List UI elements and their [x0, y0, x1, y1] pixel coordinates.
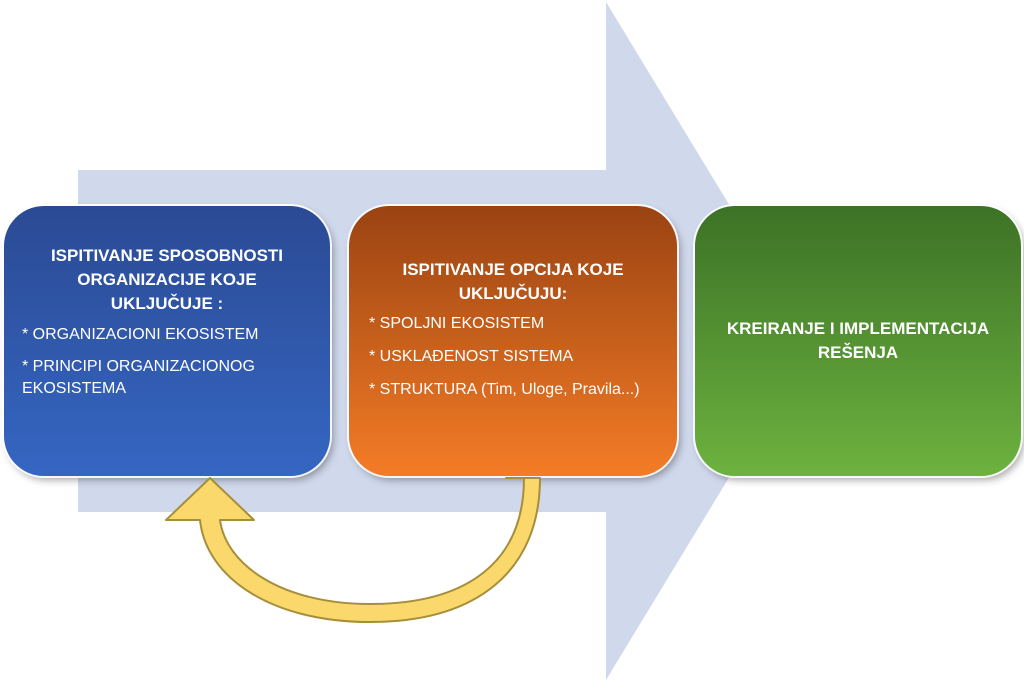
step-items: * ORGANIZACIONI EKOSISTEM * PRINCIPI ORG… — [22, 324, 314, 410]
step-title: KREIRANJE I IMPLEMENTACIJA REŠENJA — [726, 319, 990, 362]
step-item: * SPOLJNI EKOSISTEM — [369, 315, 545, 332]
step-item: * PRINCIPI ORGANIZACIONOG EKOSISTEMA — [22, 358, 255, 397]
step-item: * STRUKTURA (Tim, Uloge, Pravila...) — [369, 381, 640, 398]
step-title: ISPITIVANJE OPCIJA KOJE UKLJUČUJU: — [402, 260, 624, 303]
step-box-capabilities: ISPITIVANJE SPOSOBNOSTI ORGANIZACIJE KOJ… — [4, 206, 330, 476]
step-item: * USKLAĐENOST SISTEMA — [369, 348, 574, 365]
step-box-implementation: KREIRANJE I IMPLEMENTACIJA REŠENJA — [695, 206, 1021, 476]
step-items: * SPOLJNI EKOSISTEM * USKLAĐENOST SISTEM… — [369, 313, 661, 412]
step-box-options: ISPITIVANJE OPCIJA KOJE UKLJUČUJU: * SPO… — [349, 206, 677, 476]
step-title: ISPITIVANJE SPOSOBNOSTI ORGANIZACIJE KOJ… — [50, 246, 284, 313]
step-item: * ORGANIZACIONI EKOSISTEM — [22, 326, 259, 343]
